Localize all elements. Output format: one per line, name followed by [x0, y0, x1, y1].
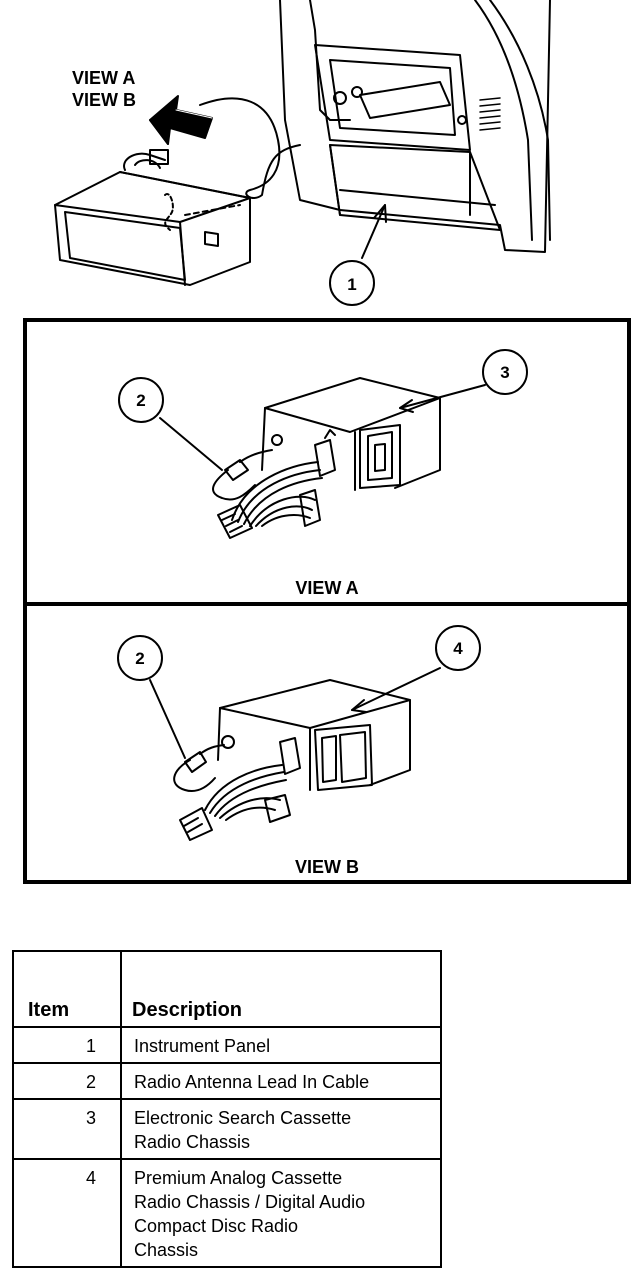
legend-description-line: Radio Chassis	[134, 1132, 251, 1152]
view-b-label: VIEW B	[72, 90, 136, 110]
legend-description: Premium Analog Cassette Radio Chassis / …	[120, 1158, 442, 1268]
view-a-title: VIEW A	[295, 578, 358, 598]
legend-row: 4 Premium Analog Cassette Radio Chassis …	[12, 1158, 442, 1268]
legend-description-line: Premium Analog Cassette	[134, 1168, 343, 1188]
callout-1-circle	[329, 260, 375, 306]
legend-description-line: Electronic Search Cassette	[134, 1108, 352, 1128]
legend-description-line: Chassis	[134, 1240, 199, 1260]
view-b-panel: 2 4 VIEW B	[23, 602, 631, 884]
view-a-callout-2-circle	[118, 377, 164, 423]
legend-row: 1 Instrument Panel	[12, 1026, 442, 1064]
legend-header-row: Item Description	[12, 950, 442, 1028]
legend-header-item: Item	[12, 950, 122, 1028]
legend-header-description: Description	[120, 950, 442, 1028]
legend-row: 3 Electronic Search Cassette Radio Chass…	[12, 1098, 442, 1160]
legend-description-line: Compact Disc Radio	[134, 1216, 299, 1236]
legend-item-number: 1	[12, 1026, 122, 1064]
legend-description: Radio Antenna Lead In Cable	[120, 1062, 442, 1100]
view-a-callout-3-label: 3	[500, 363, 509, 382]
view-a-callout-3-circle	[482, 349, 528, 395]
view-b-callout-4-circle	[435, 625, 481, 671]
legend-row: 2 Radio Antenna Lead In Cable	[12, 1062, 442, 1100]
view-a-callout-2-label: 2	[136, 391, 145, 410]
callout-1-label: 1	[347, 275, 356, 294]
legend-description-line: Radio Antenna Lead In Cable	[134, 1072, 370, 1092]
top-illustration: VIEW A VIEW B 1	[54, 0, 551, 306]
legend-description: Instrument Panel	[120, 1026, 442, 1064]
view-b-title: VIEW B	[295, 857, 359, 877]
legend-item-number: 4	[12, 1158, 122, 1268]
legend-description-line: Instrument Panel	[134, 1036, 271, 1056]
legend-description-line: Radio Chassis / Digital Audio	[134, 1192, 366, 1212]
legend-item-number: 3	[12, 1098, 122, 1160]
legend-description: Electronic Search Cassette Radio Chassis	[120, 1098, 442, 1160]
view-b-callout-2-circle	[117, 635, 163, 681]
view-a-label: VIEW A	[72, 68, 135, 88]
view-b-callout-4-label: 4	[453, 639, 463, 658]
view-b-callout-2-label: 2	[135, 649, 144, 668]
legend-table: Item Description 1 Instrument Panel 2 Ra…	[12, 950, 442, 1268]
legend-item-number: 2	[12, 1062, 122, 1100]
